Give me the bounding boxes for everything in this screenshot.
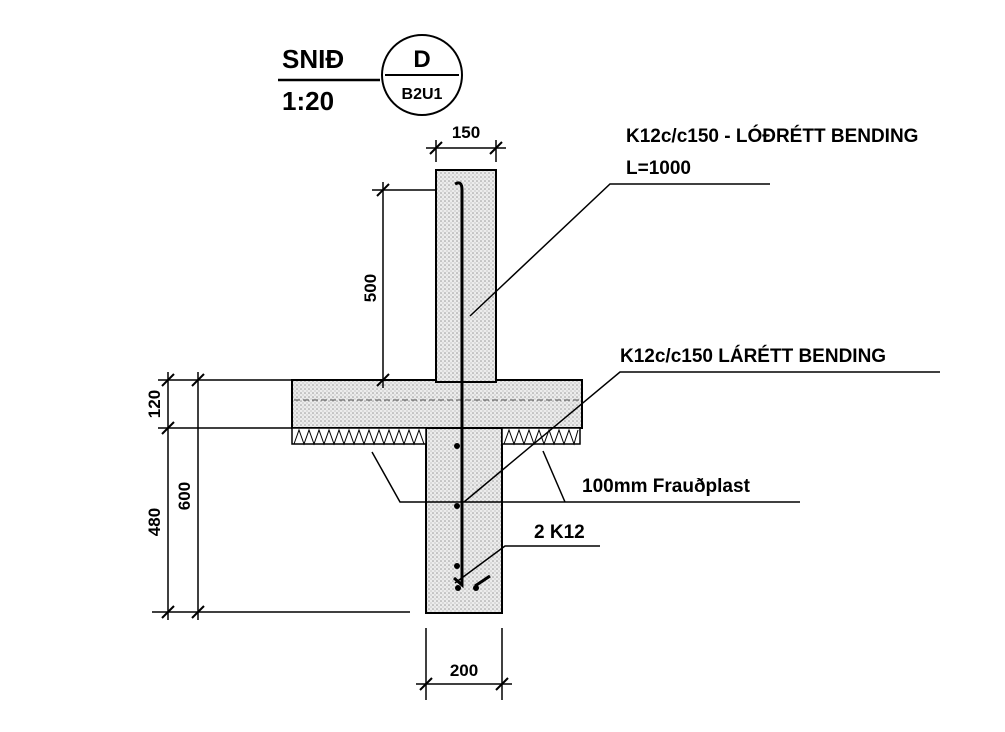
rebar-dot — [454, 443, 460, 449]
vertical-rebar — [453, 181, 464, 589]
leader-insulation-left — [371, 451, 800, 503]
insulation-left-hatch — [293, 428, 425, 446]
dim-wall-height: 500 — [361, 274, 380, 302]
footing — [425, 427, 503, 614]
dim-footing-width: 200 — [450, 661, 478, 680]
callout-vertical-length: L=1000 — [626, 158, 691, 179]
dim-total-height: 600 — [175, 482, 194, 510]
bottom-bar-hook — [474, 574, 491, 588]
callout-vertical-rebar: K12c/c150 - LÓÐRÉTT BENDING — [626, 125, 918, 147]
section-marker-sheet: B2U1 — [402, 86, 443, 103]
dim-wall-width: 150 — [452, 123, 480, 142]
leader-vertical-rebar — [469, 183, 770, 317]
dim-slab-thickness: 120 — [145, 390, 164, 418]
callout-bottom-bars: 2 K12 — [534, 522, 585, 543]
floor-slab — [291, 379, 583, 429]
wall — [435, 169, 497, 383]
callout-horizontal-rebar: K12c/c150 LÁRÉTT BENDING — [620, 345, 886, 367]
section-marker-letter: D — [413, 46, 430, 73]
rebar-dot — [473, 585, 479, 591]
leader-horizontal-rebar — [463, 371, 940, 503]
title-block: SNIÐ 1:20 D B2U1 — [278, 34, 463, 116]
scale-label: 1:20 — [282, 86, 334, 116]
section-marker-circle — [381, 34, 463, 116]
dim-footing-height: 480 — [145, 508, 164, 536]
reinforcement — [453, 181, 491, 591]
callouts: K12c/c150 - LÓÐRÉTT BENDING L=1000 K12c/… — [534, 125, 918, 543]
section-label: SNIÐ — [282, 44, 344, 74]
callout-insulation: 100mm Frauðplast — [582, 476, 751, 497]
leader-insulation-right — [542, 450, 566, 503]
rebar-dot — [454, 563, 460, 569]
dimensions: 150 500 120 480 600 200 — [145, 123, 512, 700]
rebar-dot — [454, 503, 460, 509]
leader-lines — [371, 183, 940, 584]
leader-bottom-bars — [454, 545, 600, 584]
rebar-dot — [455, 585, 461, 591]
